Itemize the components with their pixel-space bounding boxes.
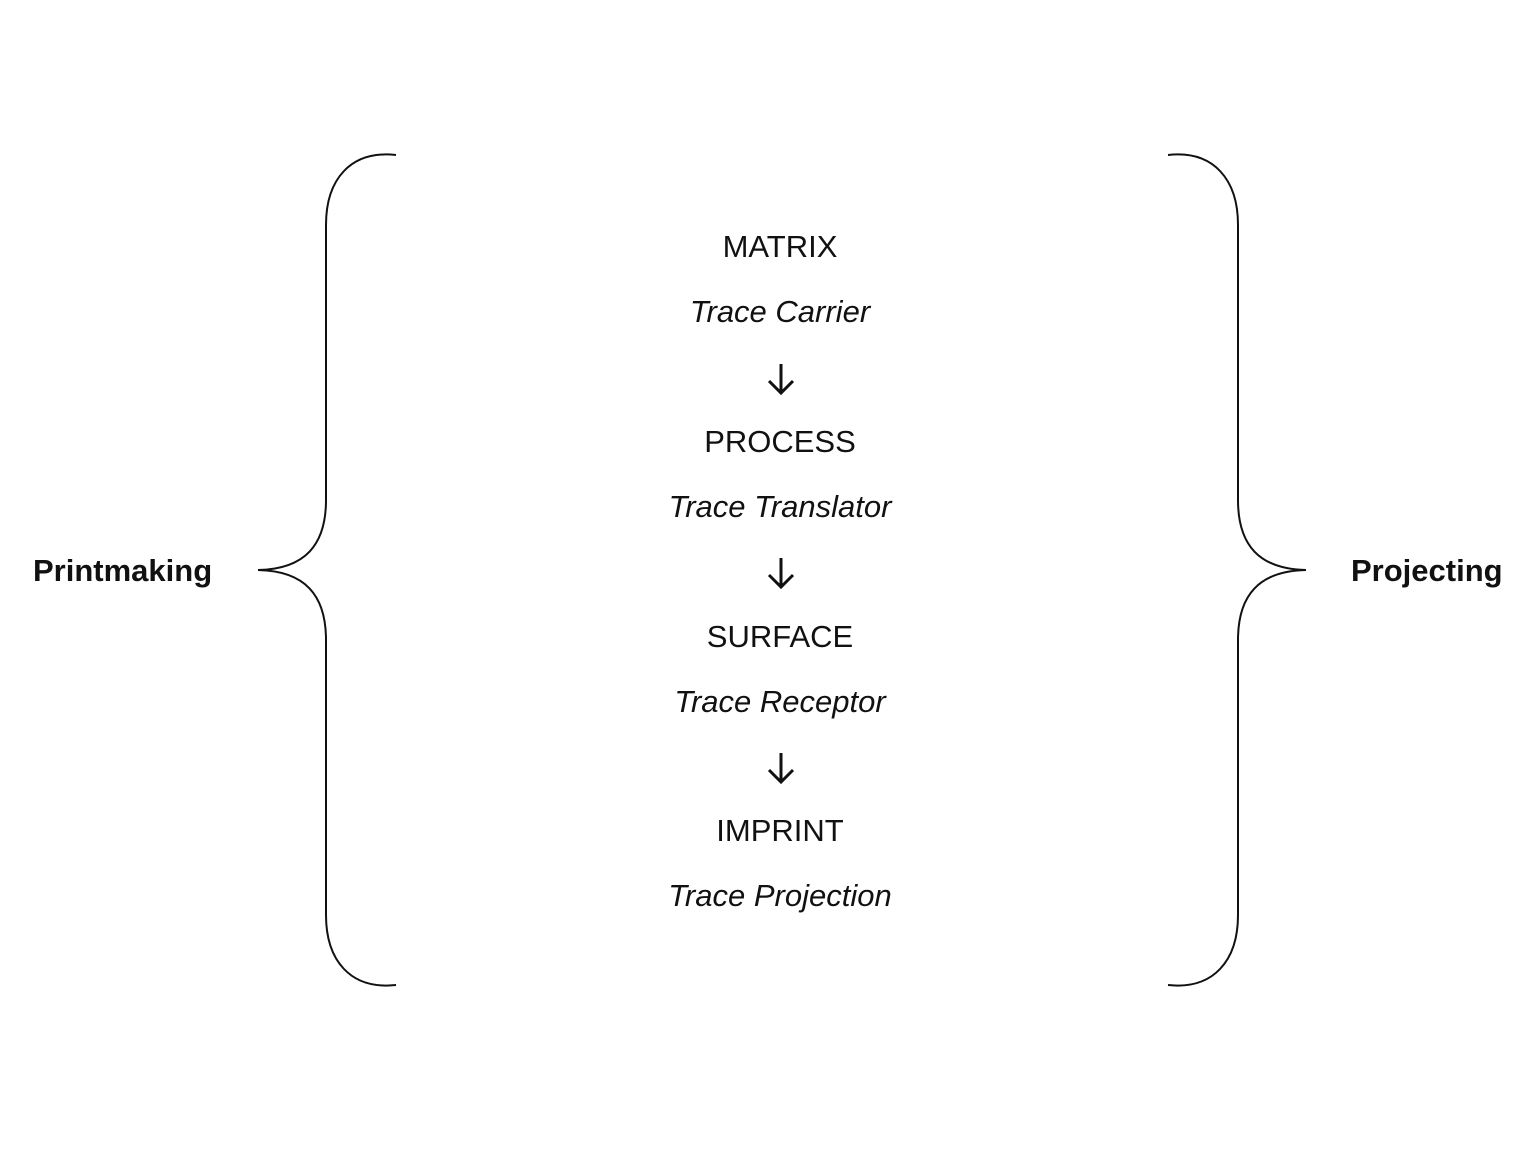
stage-role-trace-projection: Trace Projection — [668, 878, 892, 913]
arrow-down-icon — [767, 364, 795, 396]
arrow-down-icon — [767, 558, 795, 590]
right-brace — [1167, 153, 1307, 987]
stage-term-imprint: IMPRINT — [716, 813, 844, 848]
arrow-down-icon — [767, 753, 795, 785]
stage-role-trace-translator: Trace Translator — [668, 489, 892, 524]
stage-term-matrix: MATRIX — [722, 229, 838, 264]
stage-role-trace-carrier: Trace Carrier — [689, 294, 871, 329]
projecting-label: Projecting — [1351, 553, 1503, 588]
stage-role-trace-receptor: Trace Receptor — [674, 684, 886, 719]
stage-term-process: PROCESS — [704, 424, 856, 459]
left-brace — [257, 153, 397, 987]
stage-term-surface: SURFACE — [706, 619, 854, 654]
printmaking-label: Printmaking — [33, 553, 213, 588]
